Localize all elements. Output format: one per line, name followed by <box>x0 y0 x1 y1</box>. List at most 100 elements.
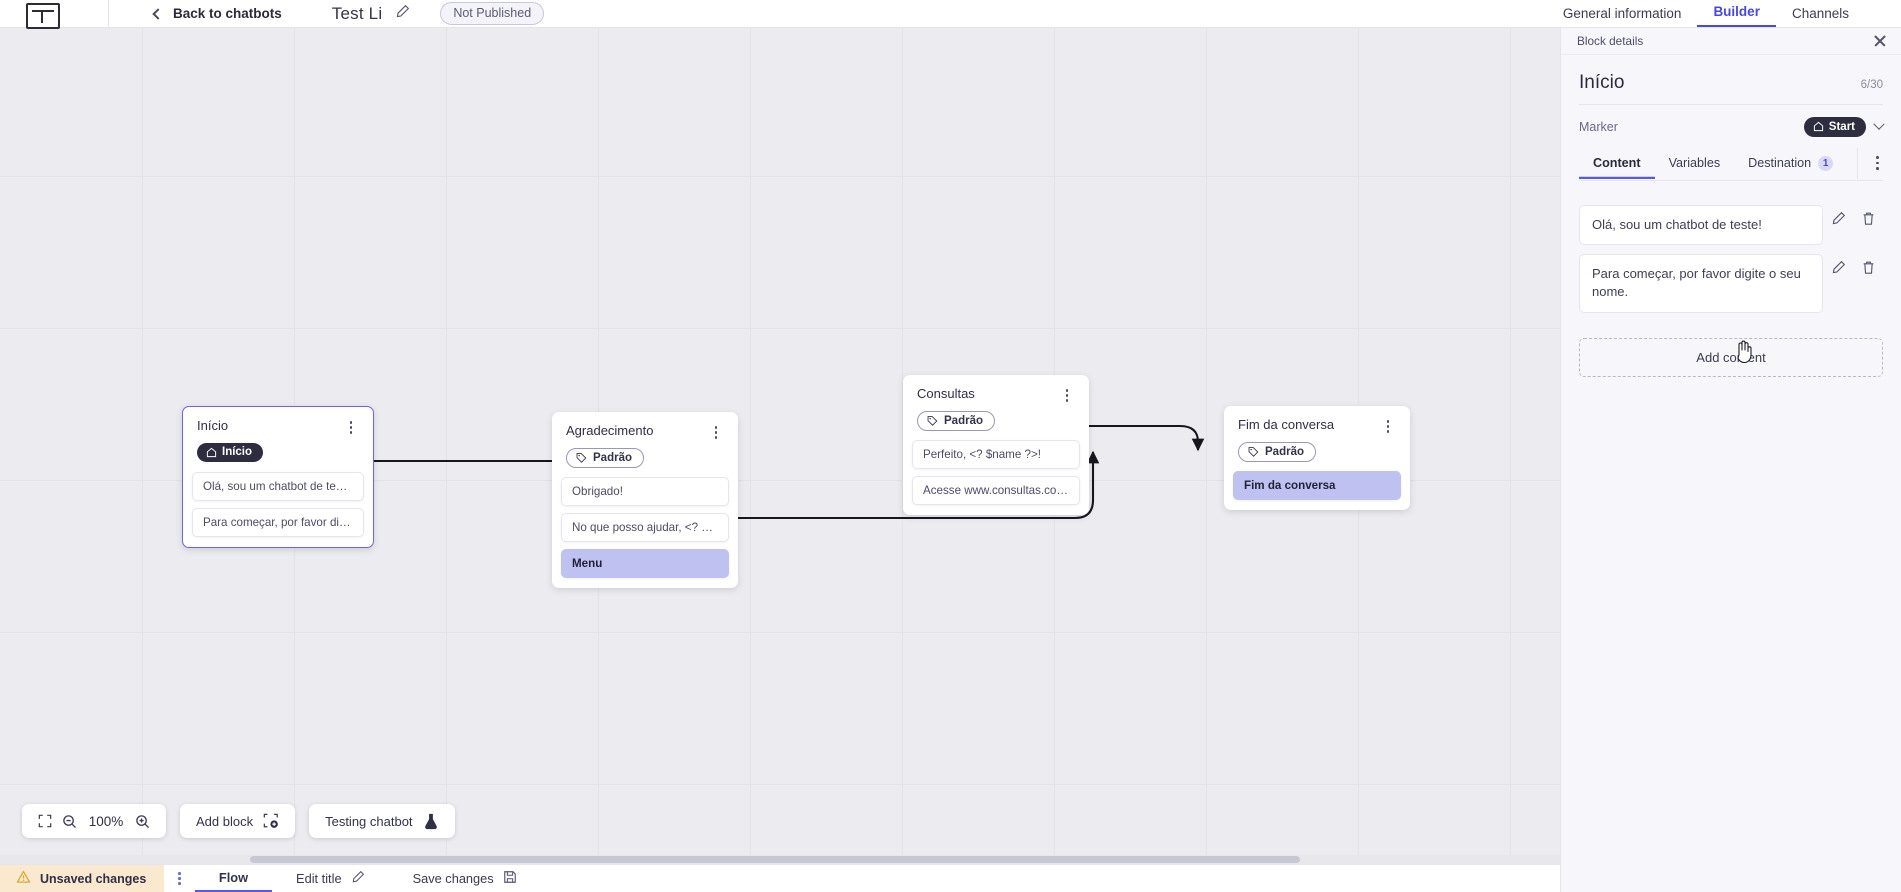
add-content-button[interactable]: Add content <box>1579 337 1883 377</box>
node-message[interactable]: Acesse www.consultas.com par... <box>912 476 1080 506</box>
chatbot-logo-icon <box>26 2 60 29</box>
node-message[interactable]: Fim da conversa <box>1233 471 1401 501</box>
save-changes-label: Save changes <box>412 871 494 886</box>
node-message-menu[interactable]: Menu <box>561 549 729 579</box>
node-kebab-menu-icon[interactable] <box>708 424 724 439</box>
node-header: Início Início <box>183 407 373 472</box>
floppy-disk-icon <box>503 870 517 887</box>
node-tag-start: Início <box>197 442 264 463</box>
zoom-out-icon[interactable] <box>62 814 77 829</box>
node-header: Consultas Padrão <box>903 375 1089 440</box>
canvas-toolbar: 100% Add block Testing chatbot <box>22 804 455 838</box>
add-block-button[interactable]: Add block <box>180 804 296 838</box>
block-name: Início <box>1579 72 1625 93</box>
chevron-left-icon <box>152 7 164 20</box>
save-changes-button[interactable]: Save changes <box>389 865 541 892</box>
edit-title-label: Edit title <box>296 871 342 886</box>
testing-chatbot-button[interactable]: Testing chatbot <box>309 804 455 838</box>
status-badge: Not Published <box>440 2 545 25</box>
block-details-panel: Block details Início 6/30 Marker Start <box>1560 28 1901 892</box>
unsaved-changes-badge: Unsaved changes <box>0 865 165 892</box>
flow-canvas[interactable]: Início Início Olá, sou um chatbot de tes… <box>0 28 1560 864</box>
warning-triangle-icon <box>16 870 31 887</box>
pencil-icon[interactable] <box>1823 260 1853 275</box>
pencil-icon[interactable] <box>395 4 410 24</box>
node-title: Início <box>197 418 229 433</box>
node-messages: Fim da conversa <box>1224 471 1410 510</box>
flow-node-fim-da-conversa[interactable]: Fim da conversa Padrão Fim da conversa <box>1224 406 1410 511</box>
header-divider <box>108 0 109 28</box>
node-messages: Olá, sou um chatbot de teste! Para começ… <box>183 471 373 547</box>
flow-node-inicio[interactable]: Início Início Olá, sou um chatbot de tes… <box>182 406 374 548</box>
tab-builder[interactable]: Builder <box>1697 4 1776 27</box>
node-message[interactable]: Para começar, por favor digite o ... <box>192 507 364 537</box>
add-block-label: Add block <box>196 813 254 829</box>
block-title-row: Início 6/30 <box>1579 55 1883 105</box>
scrollbar-thumb[interactable] <box>250 856 1300 863</box>
home-icon <box>1813 121 1823 132</box>
chevron-down-icon[interactable] <box>1873 118 1885 130</box>
zoom-controls: 100% <box>22 804 166 838</box>
bottom-status-bar: Unsaved changes Flow Edit title Save cha… <box>0 864 1560 892</box>
node-kebab-menu-icon[interactable] <box>343 419 359 434</box>
content-text[interactable]: Olá, sou um chatbot de teste! <box>1579 204 1823 245</box>
node-message[interactable]: No que posso ajudar, <? $name ... <box>561 513 729 543</box>
content-text[interactable]: Para começar, por favor digite o seu nom… <box>1579 253 1823 313</box>
tab-channels[interactable]: Channels <box>1791 6 1849 21</box>
panel-overflow-kebab-menu-icon[interactable] <box>1857 148 1883 179</box>
zoom-level: 100% <box>88 813 124 829</box>
add-block-icon <box>263 813 279 829</box>
marker-value-badge[interactable]: Start <box>1803 117 1866 137</box>
node-messages: Obrigado! No que posso ajudar, <? $name … <box>552 477 738 588</box>
node-tag-default: Padrão <box>566 447 644 469</box>
node-tag-default: Padrão <box>1238 441 1316 463</box>
node-tag-label: Padrão <box>593 451 632 464</box>
pencil-icon <box>351 870 365 887</box>
tab-general-information[interactable]: General information <box>1562 6 1682 21</box>
close-icon[interactable] <box>1873 34 1887 48</box>
tab-content-label: Content <box>1593 156 1641 170</box>
statusbar-kebab-menu-icon[interactable] <box>164 865 195 892</box>
marker-label: Marker <box>1579 119 1618 134</box>
tab-content[interactable]: Content <box>1579 148 1655 179</box>
node-title: Fim da conversa <box>1238 417 1335 432</box>
marker-value: Start <box>1828 120 1855 133</box>
tag-icon <box>576 453 587 464</box>
top-header: Back to chatbots Test Li Not Published G… <box>0 0 1901 29</box>
tab-destination[interactable]: Destination 1 <box>1734 148 1847 180</box>
tag-icon <box>1248 447 1259 458</box>
canvas-horizontal-scrollbar[interactable] <box>0 855 1560 864</box>
char-count: 6/30 <box>1860 79 1883 91</box>
node-message[interactable]: Olá, sou um chatbot de teste! <box>192 471 364 501</box>
fit-screen-icon[interactable] <box>38 814 52 828</box>
content-row: Para começar, por favor digite o seu nom… <box>1579 253 1883 313</box>
flask-icon <box>423 813 439 830</box>
flow-node-agradecimento[interactable]: Agradecimento Padrão Obrigado! No que po… <box>552 412 738 589</box>
node-tag-label: Padrão <box>944 414 983 427</box>
unsaved-changes-label: Unsaved changes <box>40 871 147 886</box>
node-header: Agradecimento Padrão <box>552 412 738 477</box>
pencil-icon[interactable] <box>1823 211 1853 226</box>
panel-tabs: Content Variables Destination 1 <box>1579 148 1883 181</box>
edit-title-button[interactable]: Edit title <box>272 865 389 892</box>
back-to-chatbots-label: Back to chatbots <box>173 6 282 21</box>
node-message[interactable]: Perfeito, <? $name ?>! <box>912 440 1080 470</box>
node-kebab-menu-icon[interactable] <box>1380 418 1396 433</box>
tab-variables[interactable]: Variables <box>1655 148 1735 179</box>
page-title: Test Li <box>331 3 383 23</box>
node-tag-label: Padrão <box>1265 445 1304 458</box>
node-message[interactable]: Obrigado! <box>561 477 729 507</box>
statusbar-tab-flow[interactable]: Flow <box>194 865 273 892</box>
tab-variables-label: Variables <box>1668 156 1721 170</box>
trash-icon[interactable] <box>1853 260 1883 275</box>
flow-label: Flow <box>218 870 249 885</box>
node-tag-default: Padrão <box>917 410 995 432</box>
node-kebab-menu-icon[interactable] <box>1059 387 1075 402</box>
node-messages: Perfeito, <? $name ?>! Acesse www.consul… <box>903 440 1089 515</box>
destination-count-badge: 1 <box>1818 155 1834 171</box>
zoom-in-icon[interactable] <box>135 814 150 829</box>
flow-node-consultas[interactable]: Consultas Padrão Perfeito, <? $name ?>! … <box>903 375 1089 516</box>
back-to-chatbots-link[interactable]: Back to chatbots <box>152 6 282 21</box>
trash-icon[interactable] <box>1853 211 1883 226</box>
tab-destination-label: Destination <box>1748 156 1812 170</box>
